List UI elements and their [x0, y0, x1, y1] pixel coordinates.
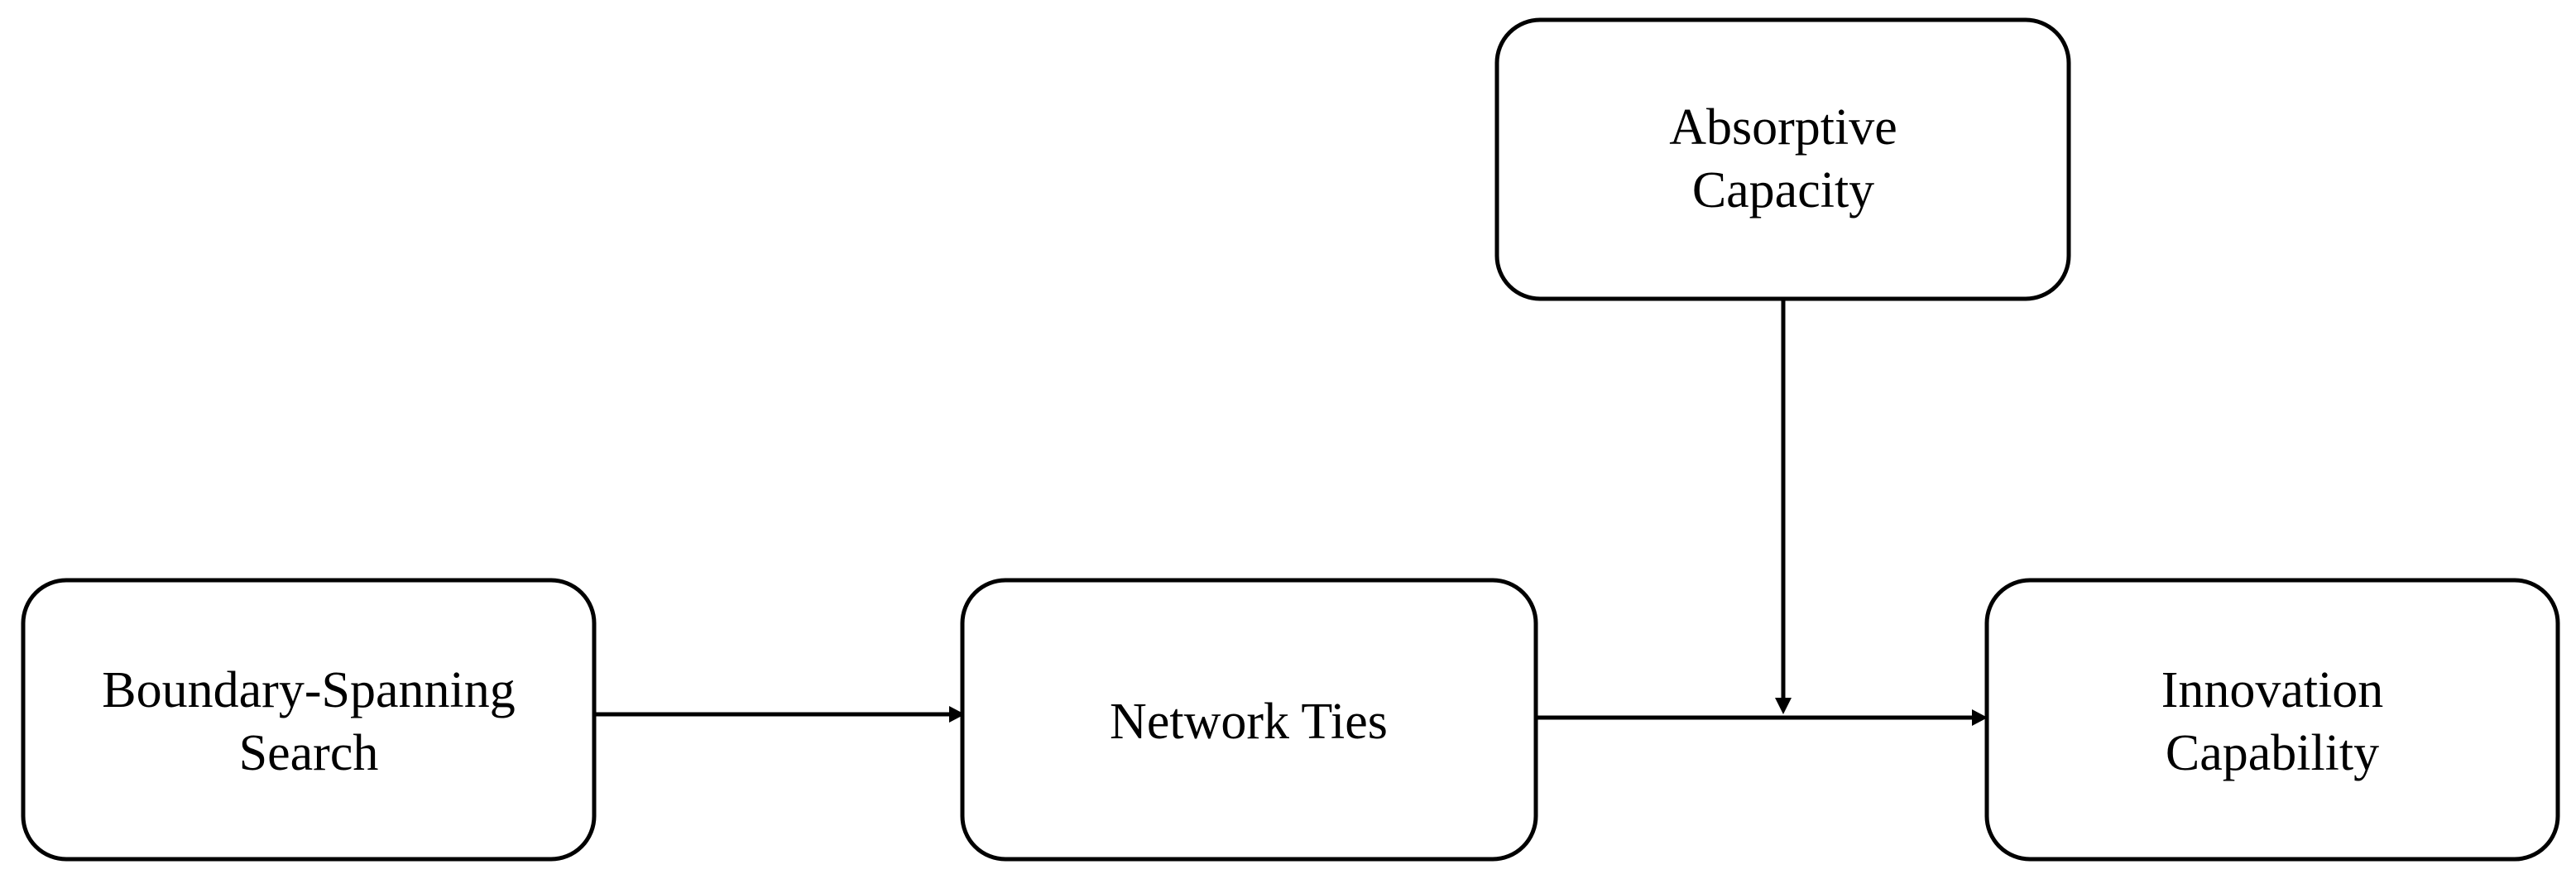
node-label-line: Search	[239, 725, 379, 781]
node-label-line: Capacity	[1692, 162, 1874, 219]
node-innovation-capability: Innovation Capability	[1984, 578, 2560, 862]
arrowhead-icon	[1972, 709, 1988, 726]
node-absorptive-capacity: Absorptive Capacity	[1494, 17, 2071, 301]
arrowhead-icon	[949, 706, 965, 723]
arrowhead-icon	[1775, 698, 1792, 714]
node-boundary-spanning-search: Boundary-Spanning Search	[21, 578, 597, 862]
edge-absorptive-moderation	[1775, 300, 1792, 714]
node-label-line: Innovation	[2161, 662, 2384, 718]
node-label-line: Network Ties	[1110, 694, 1388, 750]
node-label-line: Capability	[2166, 725, 2379, 781]
node-label-line: Boundary-Spanning	[102, 662, 515, 718]
edge-boundary-to-network	[596, 706, 965, 723]
edge-network-to-innovation	[1537, 709, 1988, 726]
node-network-ties: Network Ties	[960, 578, 1538, 862]
node-label-line: Absorptive	[1669, 99, 1897, 156]
